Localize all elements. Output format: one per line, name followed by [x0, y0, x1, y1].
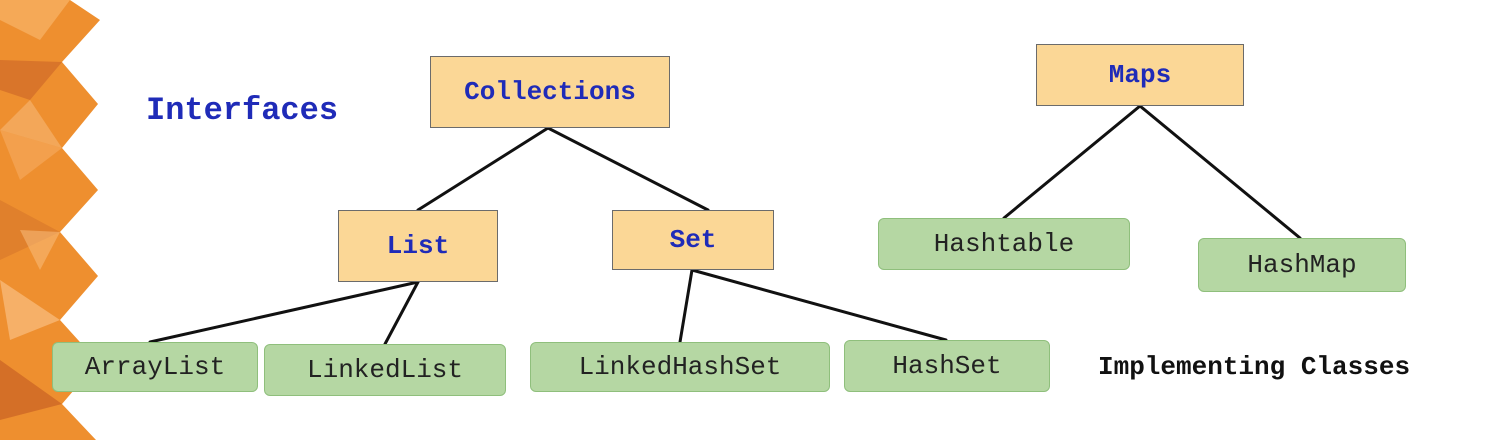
link-list-arraylist	[148, 280, 420, 344]
link-set-hashset	[690, 268, 948, 342]
link-collections-set	[546, 126, 710, 212]
node-maps: Maps	[1036, 44, 1244, 106]
link-set-linkedhashset	[678, 268, 694, 344]
interfaces-label: Interfaces	[146, 92, 339, 129]
link-maps-hashtable	[1002, 104, 1142, 220]
link-maps-hashmap	[1138, 104, 1302, 240]
node-hashset: HashSet	[844, 340, 1050, 392]
link-list-linkedlist	[383, 280, 420, 346]
node-list: List	[338, 210, 498, 282]
node-arraylist: ArrayList	[52, 342, 258, 392]
node-set: Set	[612, 210, 774, 270]
link-collections-list	[416, 126, 550, 212]
node-collections: Collections	[430, 56, 670, 128]
node-linkedlist: LinkedList	[264, 344, 506, 396]
implementing-classes-label: Implementing Classes	[1098, 352, 1411, 382]
node-linkedhashset: LinkedHashSet	[530, 342, 830, 392]
node-hashtable: Hashtable	[878, 218, 1130, 270]
decorative-edge-pattern	[0, 0, 100, 440]
node-hashmap: HashMap	[1198, 238, 1406, 292]
